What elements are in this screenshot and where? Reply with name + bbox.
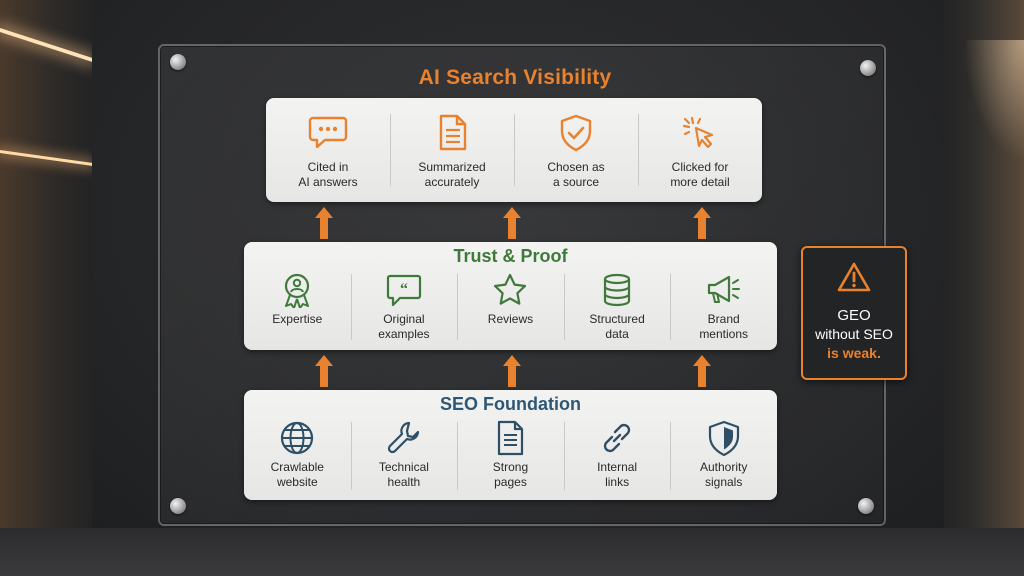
quote-bubble-icon: “ xyxy=(386,274,421,307)
warning-line-1: GEO xyxy=(837,307,871,324)
warning-triangle-icon xyxy=(837,262,871,292)
star-icon xyxy=(494,273,527,305)
trust-label: Brand mentions xyxy=(699,312,749,341)
trust-label: Original examples xyxy=(378,312,430,341)
award-icon xyxy=(285,273,310,308)
seo-foundation-title: SEO Foundation xyxy=(440,394,581,414)
outcome-summarized: Summarized accurately xyxy=(390,98,514,202)
shield-check-icon xyxy=(560,114,592,152)
trust-proof-title: Trust & Proof xyxy=(453,246,568,266)
svg-text:“: “ xyxy=(400,281,408,298)
seo-item-authority: Authority signals xyxy=(670,416,777,500)
seo-label: Crawlable website xyxy=(270,460,324,489)
seo-foundation-card: SEO Foundation Crawlable website Technic… xyxy=(244,390,777,500)
outcome-label: Clicked for more detail xyxy=(670,160,730,189)
warning-box: GEO without SEO is weak. xyxy=(801,246,907,380)
seo-item-links: Internal links xyxy=(563,416,671,500)
arrow-up-icon xyxy=(315,355,333,387)
outcome-cited: Cited in AI answers xyxy=(266,98,390,202)
seo-label: Authority signals xyxy=(699,460,748,489)
trust-item-expertise: Expertise xyxy=(244,268,351,350)
mount-bolt xyxy=(860,60,876,76)
diagram-title: AI Search Visibility xyxy=(418,66,612,89)
seo-item-pages: Strong pages xyxy=(457,416,564,500)
shield-icon xyxy=(708,420,739,456)
arrow-up-icon xyxy=(503,207,521,239)
outcome-label: Chosen as a source xyxy=(547,160,605,189)
outcome-clicked: Clicked for more detail xyxy=(638,98,762,202)
seo-label: Technical health xyxy=(378,460,429,489)
left-wall xyxy=(0,0,92,576)
warning-line-3: is weak. xyxy=(827,345,881,361)
arrow-up-icon xyxy=(315,207,333,239)
page-icon xyxy=(498,420,524,456)
outcome-label: Summarized accurately xyxy=(418,160,486,189)
wrench-icon xyxy=(387,421,419,454)
cursor-click-icon xyxy=(682,116,714,149)
link-icon xyxy=(603,423,631,453)
database-icon xyxy=(603,273,631,307)
trust-label: Reviews xyxy=(487,312,534,326)
seo-item-crawlable: Crawlable website xyxy=(244,416,351,500)
trust-label: Expertise xyxy=(272,312,323,326)
trust-item-brand: Brand mentions xyxy=(670,268,777,350)
visibility-card: Cited in AI answers Summarized accuratel… xyxy=(266,98,762,202)
floor xyxy=(0,528,1024,576)
trust-proof-card: Trust & Proof Expertise “ Original examp… xyxy=(244,242,777,350)
seo-label: Strong pages xyxy=(492,460,529,489)
trust-item-reviews: Reviews xyxy=(457,268,564,350)
trust-item-structured: Structured data xyxy=(563,268,671,350)
arrow-up-icon xyxy=(693,355,711,387)
wall-light-glow xyxy=(964,40,1024,160)
trust-label: Structured data xyxy=(589,312,645,341)
outcome-label: Cited in AI answers xyxy=(298,160,358,189)
outcome-chosen: Chosen as a source xyxy=(514,98,638,202)
seo-item-technical: Technical health xyxy=(350,416,458,500)
chat-bubble-icon xyxy=(308,116,348,149)
warning-line-2: without SEO xyxy=(815,326,893,342)
mount-bolt xyxy=(170,54,186,70)
seo-label: Internal links xyxy=(597,460,638,489)
arrow-up-icon xyxy=(693,207,711,239)
megaphone-icon xyxy=(707,275,740,303)
arrow-up-icon xyxy=(503,355,521,387)
document-icon xyxy=(439,114,467,151)
mount-bolt xyxy=(170,498,186,514)
globe-icon xyxy=(281,421,314,455)
trust-item-examples: “ Original examples xyxy=(350,268,458,350)
mount-bolt xyxy=(858,498,874,514)
